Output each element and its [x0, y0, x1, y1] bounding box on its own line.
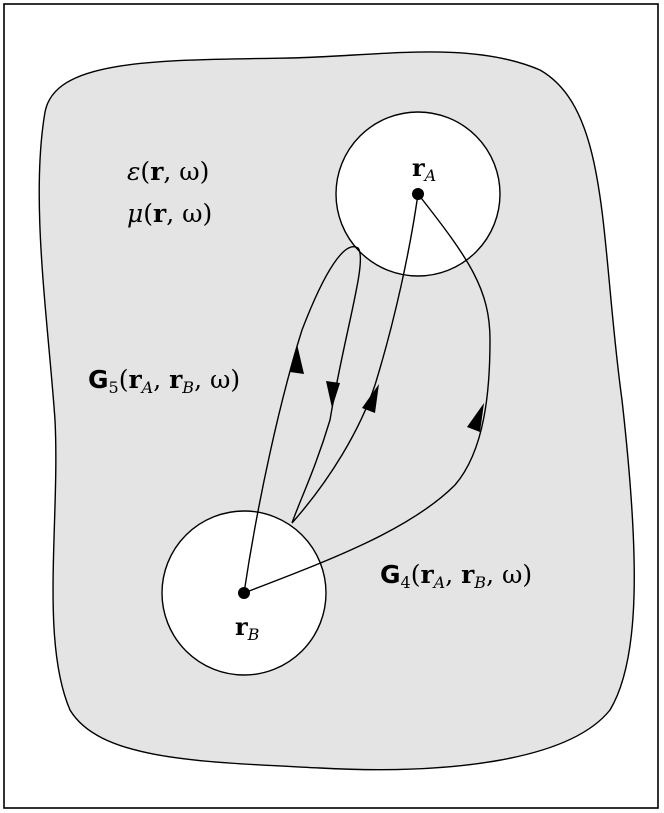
path-G4 — [243, 193, 491, 594]
label-mu: μ(r, ω) — [127, 199, 212, 228]
label-r-A: rA — [412, 153, 436, 185]
point-B-dot — [238, 587, 250, 599]
label-epsilon: ε(r, ω) — [127, 157, 209, 186]
point-A-dot — [412, 188, 424, 200]
arrowhead-direct — [362, 384, 379, 413]
label-G5: G5(rA, rB, ω) — [88, 365, 240, 397]
arrowhead-G5-down — [326, 381, 340, 408]
diagram-frame — [3, 3, 659, 809]
arrowhead-G5-up — [290, 344, 304, 374]
path-G5-scattered — [243, 246, 362, 594]
label-G4: G4(rA, rB, ω) — [380, 560, 532, 592]
path-direct — [291, 193, 419, 524]
arrowhead-G4 — [467, 403, 484, 432]
label-r-B: rB — [235, 612, 260, 644]
